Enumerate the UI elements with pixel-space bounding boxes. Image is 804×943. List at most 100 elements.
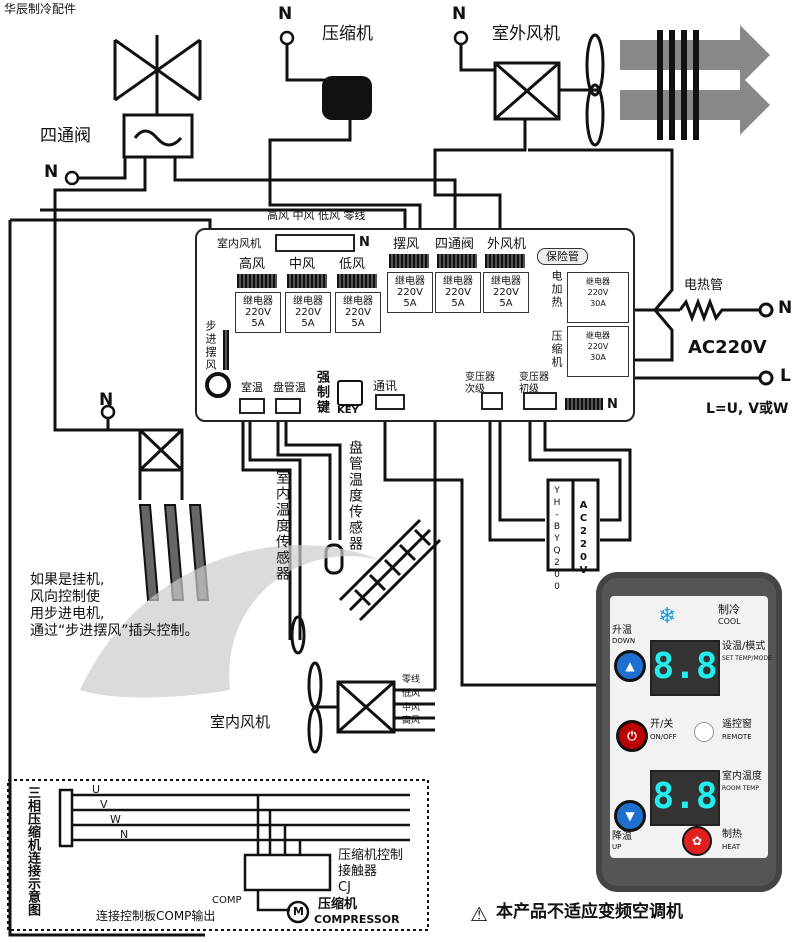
fan-tap-high: 高风 — [402, 716, 421, 726]
phase-n: N — [120, 828, 129, 841]
power-l-label: L — [780, 366, 791, 386]
four-way-n-label: N — [44, 162, 59, 182]
controller-face: ❄ 制冷 COOL 升温 DOWN ▲ 8.8 设温/模式 SET TEMP/M… — [610, 596, 772, 858]
heat-label-cn: 制热 — [722, 829, 742, 840]
onoff-label-en: ON/OFF — [650, 733, 677, 741]
warning-text: 本产品不适应变频空调机 — [496, 902, 683, 922]
buzzer-icon — [205, 372, 231, 398]
primary-socket — [523, 392, 557, 410]
fan-tap-mid: 中风 — [402, 703, 421, 713]
hanging-note-line: 如果是挂机, — [30, 572, 105, 588]
outfan-relay: 继电器 220V 5A — [483, 272, 529, 313]
coil-temp-label: 盘管温 — [273, 381, 306, 394]
phase-u: U — [92, 783, 101, 796]
control-board: 高风 中风 低风 零线 室内风机 N 高风 中风 低风 继电器 220V 5A … — [195, 210, 635, 422]
swing-relay-label: 摆风 — [393, 237, 420, 252]
wired-controller: ❄ 制冷 COOL 升温 DOWN ▲ 8.8 设温/模式 SET TEMP/M… — [596, 572, 782, 892]
fan-speed-header: 高风 中风 低风 零线 — [267, 209, 366, 222]
board-n-bottom: N — [607, 397, 618, 412]
temp-down-button[interactable]: ▼ — [614, 800, 646, 832]
transformer-voltage: AC220V — [578, 500, 589, 578]
comm-socket — [375, 394, 405, 410]
fan-tap-zero: 零线 — [402, 675, 421, 685]
l-note: L=U, V或W — [706, 401, 789, 417]
remote-label-cn: 遥控窗 — [722, 719, 752, 730]
snowflake-icon: ❄ — [658, 604, 677, 629]
heater-tube-label: 电热管 — [684, 278, 724, 293]
four-way-valve-label: 四通阀 — [40, 126, 91, 146]
relay-high: 继电器 220V 5A — [235, 292, 281, 333]
secondary-socket — [481, 392, 503, 410]
indoor-fan-label: 室内风机 — [210, 713, 271, 731]
contactor-label: 压缩机控制 接触器 CJ — [338, 848, 404, 895]
fourway-relay-block — [437, 254, 477, 268]
warning-icon: ⚠ — [470, 902, 488, 926]
heat-relay: 继电器 220V 30A — [567, 272, 629, 323]
room-temp-socket — [239, 398, 265, 414]
cool-label-en: COOL — [718, 617, 741, 626]
room-temp-sensor-label: 室内温度传感器 — [274, 470, 290, 582]
outdoor-fan-label: 室外风机 — [492, 24, 560, 44]
onoff-label-cn: 开/关 — [650, 719, 674, 730]
transformer-model: YH-BYQ200 — [552, 486, 562, 594]
hanging-note: 如果是挂机, 风向控制使 用步进电机, 通过“步进摆风”插头控制。 — [30, 572, 199, 640]
swing-relay-block — [389, 254, 429, 268]
down-label-cn: 降温 — [612, 831, 632, 842]
stepper-connector — [223, 330, 229, 370]
fan-tap-low: 低风 — [402, 689, 421, 699]
coil-temp-socket — [275, 398, 301, 414]
power-button[interactable]: ⏻ — [616, 720, 648, 752]
comm-label: 通讯 — [373, 379, 398, 393]
phase-w: W — [110, 813, 121, 826]
electric-heat-label: 电加热 — [550, 270, 563, 309]
compressor-en-label: COMPRESSOR — [314, 913, 400, 926]
motor-symbol: M — [293, 905, 304, 918]
swing-relay: 继电器 220V 5A — [387, 272, 433, 313]
set-temp-display: 8.8 — [650, 640, 720, 696]
relay-mid: 继电器 220V 5A — [285, 292, 331, 333]
compressor-n-label: N — [278, 4, 293, 24]
temp-up-button[interactable]: ▲ — [614, 650, 646, 682]
force-key-button[interactable] — [337, 380, 363, 406]
three-phase-title: 三相压缩机连接示意图 — [25, 786, 40, 916]
coil-temp-sensor-label: 盘管温度传感器 — [347, 440, 363, 552]
room-temp-label: 室温 — [241, 381, 263, 394]
fuse: 保险管 — [537, 248, 588, 265]
compressor-relay-label: 压缩机 — [550, 330, 563, 369]
up-label-en: DOWN — [612, 637, 636, 645]
remote-window — [694, 722, 714, 742]
relay-low: 继电器 220V 5A — [335, 292, 381, 333]
remote-label-en: REMOTE — [722, 733, 752, 741]
hanging-note-line: 风向控制使 — [30, 589, 100, 605]
relay-high-block — [237, 274, 277, 288]
outfan-relay-label: 外风机 — [487, 237, 527, 252]
relay-low-block — [337, 274, 377, 288]
outdoor-fan-n-label: N — [452, 4, 467, 24]
indoor-fan-terminal-label: 室内风机 — [217, 237, 261, 250]
cool-label-cn: 制冷 — [718, 603, 740, 616]
n-connector — [565, 398, 603, 410]
set-mode-label-en: SET TEMP/MODE — [722, 655, 772, 662]
hanging-note-line: 通过“步进摆风”插头控制。 — [30, 623, 199, 639]
stepper-label: 步进摆风 — [204, 320, 217, 372]
set-mode-label-cn: 设温/模式 — [722, 641, 766, 652]
up-label-cn: 升温 — [612, 625, 632, 636]
watermark: 华辰制冷配件 — [4, 2, 77, 16]
power-n-label: N — [778, 298, 793, 318]
indoor-fan-n-label: N — [99, 390, 114, 410]
comp-output-label: 连接控制板COMP输出 — [96, 909, 216, 923]
comp-label: COMP — [212, 895, 242, 906]
indoor-fan-terminal — [275, 234, 355, 252]
relay-mid-label: 中风 — [289, 257, 316, 272]
key-label: KEY — [337, 405, 359, 416]
relay-mid-block — [287, 274, 327, 288]
room-temp-label-cn: 室内温度 — [722, 771, 762, 782]
heat-label-en: HEAT — [722, 843, 741, 851]
heat-icon: ✿ — [682, 826, 712, 856]
outfan-relay-block — [485, 254, 525, 268]
fourway-relay-label: 四通阀 — [435, 237, 475, 252]
relay-high-label: 高风 — [239, 257, 266, 272]
indoor-fan-n: N — [359, 235, 370, 250]
room-temp-label-en: ROOM TEMP — [722, 785, 759, 792]
